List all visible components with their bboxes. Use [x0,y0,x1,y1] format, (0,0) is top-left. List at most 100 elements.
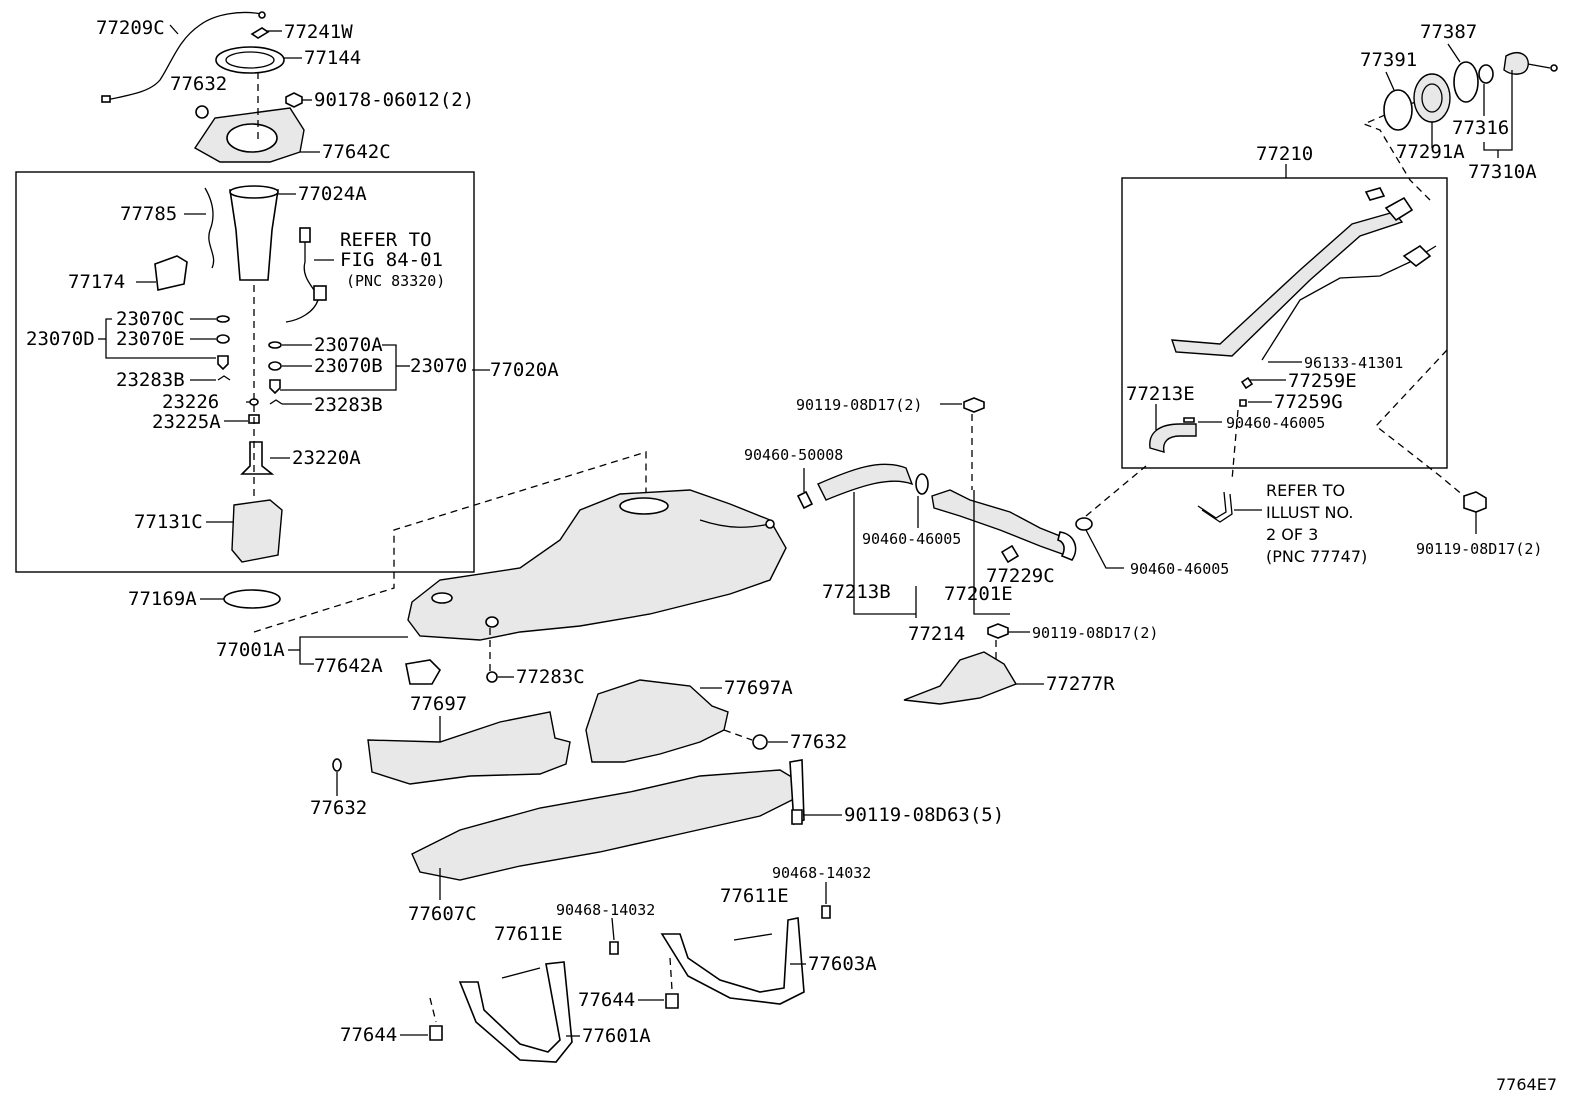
gasket-77387 [1453,61,1479,103]
leader-77209C [169,24,179,35]
label-refer-1c: (PNC 83320) [346,272,445,290]
sender-wire [105,11,263,101]
label-77241W: 77241W [284,21,353,43]
label-77601A: 77601A [582,1025,651,1047]
refer-pipe-sketch-2 [1201,493,1233,523]
hose-77213E [1149,423,1197,453]
gasket-77169A [223,589,281,609]
grommet-77632 [195,105,209,119]
refer-connector-b [313,285,327,301]
clamp-90460-46005-center [915,473,929,495]
bolt-77644-left [429,1025,443,1041]
bracket-77201E [973,490,1010,615]
clamp-90460-46005-filler [1183,417,1195,423]
label-refer-2a: REFER TO [1266,481,1345,500]
clip-90468-right [821,905,831,919]
breather-connector [1402,244,1432,268]
valve-23070D [217,355,229,371]
protector-77697A [585,679,729,763]
label-23283B-left: 23283B [116,369,185,391]
label-77209C: 77209C [96,17,165,39]
strap-77601A [458,961,573,1063]
filler-inlet [1384,196,1414,222]
seal-77316 [1478,64,1494,84]
label-23070B: 23070B [314,355,383,377]
label-90468-right: 90468-14032 [772,864,871,882]
label-77214: 77214 [908,623,965,645]
pump-flange [229,185,279,199]
label-refer-1a: REFER TO [340,229,432,251]
cap-77291A [1413,73,1451,123]
label-23225A: 23225A [152,411,221,433]
label-90468-left: 90468-14032 [556,901,655,919]
label-23070A: 23070A [314,334,383,356]
guide-filler [1085,465,1147,517]
hose-77213B [817,463,914,501]
grommet-77632-right [752,734,768,750]
label-90119-08D63: 90119-08D63(5) [844,804,1004,826]
label-77024A: 77024A [298,183,367,205]
refer-harness [285,235,319,323]
bolt-77644-right [665,993,679,1009]
label-77632-right: 77632 [790,731,847,753]
label-90460-50008: 90460-50008 [744,446,843,464]
filler-pipe-assembly-box [1121,177,1448,469]
tank-boss-1 [431,592,453,604]
bolt-90178 [285,92,303,108]
label-77291A: 77291A [1396,141,1465,163]
oring-23070E [216,334,230,344]
label-23070E: 23070E [116,328,185,350]
bolt-77611E-right [733,933,773,941]
label-90460-46005-filler: 90460-46005 [1226,414,1325,432]
label-77213B: 77213B [822,581,891,603]
label-77642C: 77642C [322,141,391,163]
label-77201E: 77201E [944,583,1013,605]
bracket-23070 [280,344,397,391]
label-23070: 23070 [410,355,467,377]
guide-filler-right [1362,99,1431,201]
label-77229C: 77229C [986,565,1055,587]
clip-23283B-left [217,375,231,381]
label-refer-2d: (PNC 77747) [1266,547,1367,566]
label-77632-top: 77632 [170,73,227,95]
bolt-77611E-left [501,967,541,979]
wire-end-connector [101,95,111,103]
bracket-hole [226,123,278,153]
guide-77644-right [669,957,673,991]
bracket-77213B [853,492,916,615]
oring-23070C [216,315,230,323]
fuel-pump-assembly-box [15,171,475,573]
clip-90468-left [609,941,619,955]
label-90119-top: 90119-08D17(2) [796,396,922,414]
label-90119-right: 90119-08D17(2) [1416,540,1542,558]
label-77316: 77316 [1452,117,1509,139]
refer-pipe-sketch [1197,491,1227,519]
cap-77310A [1503,52,1529,75]
cap-77291A-inner [1421,83,1443,113]
reservoir-77131C [231,499,283,563]
filler-pipe-77210 [1171,211,1404,357]
label-77642A: 77642A [314,655,383,677]
label-77644-right: 77644 [578,989,635,1011]
label-23070C: 23070C [116,308,185,330]
label-77644-left: 77644 [340,1024,397,1046]
label-77697: 77697 [410,693,467,715]
label-refer-1b: FIG 84-01 [340,249,443,271]
label-refer-2c: 2 OF 3 [1266,525,1318,544]
label-77611E-left: 77611E [494,923,563,945]
tank-vent-end [765,519,775,529]
cover-strap-77607C [789,759,805,826]
clip-77259G [1239,399,1247,407]
strap-77603A [660,917,805,1005]
pipe-elbow [1057,531,1077,561]
bracket-77174 [154,255,188,291]
guide-77632-right [723,729,753,741]
label-77697A: 77697A [724,677,793,699]
label-23220A: 23220A [292,447,361,469]
clamp-90460-50008 [796,490,814,510]
label-77174: 77174 [68,271,125,293]
label-refer-2b: ILLUST NO. [1266,503,1353,522]
retainer-ring-inner [225,51,275,69]
retainer-ring [215,46,285,74]
